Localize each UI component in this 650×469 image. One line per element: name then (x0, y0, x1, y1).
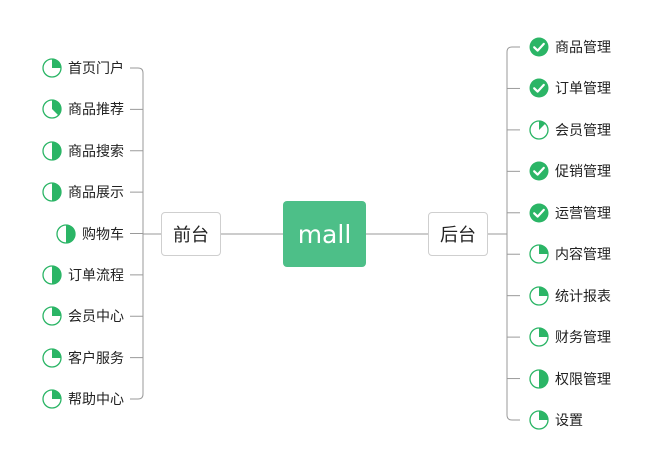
frontend-leaf[interactable]: 商品展示 (20, 181, 124, 203)
progress-pie-icon (42, 58, 62, 78)
leaf-label: 财务管理 (555, 330, 611, 347)
leaf-label: 商品管理 (555, 40, 611, 56)
check-complete-icon (529, 37, 549, 57)
backend-leaf[interactable]: 订单管理 (529, 77, 611, 99)
progress-pie-icon (42, 141, 62, 161)
branch-node-backend[interactable]: 后台 (428, 212, 488, 256)
leaf-label: 商品推荐 (68, 102, 124, 119)
frontend-leaf[interactable]: 首页门户 (20, 57, 124, 79)
frontend-leaf[interactable]: 订单流程 (20, 264, 124, 286)
leaf-label: 商品搜索 (68, 143, 124, 160)
leaf-label: 会员管理 (555, 122, 611, 139)
backend-leaf[interactable]: 促销管理 (529, 160, 611, 182)
progress-pie-icon (42, 99, 62, 120)
root-label: mall (297, 219, 352, 249)
backend-leaf[interactable]: 设置 (529, 409, 583, 431)
backend-leaf[interactable]: 统计报表 (529, 285, 611, 307)
progress-pie-icon (42, 182, 62, 202)
backend-leaf[interactable]: 商品管理 (529, 36, 611, 58)
frontend-leaf[interactable]: 客户服务 (20, 347, 124, 369)
leaf-label: 会员中心 (68, 309, 124, 326)
progress-pie-icon (42, 347, 62, 368)
progress-pie-icon (56, 223, 76, 244)
progress-pie-icon (42, 265, 62, 285)
backend-leaf[interactable]: 会员管理 (529, 119, 611, 141)
leaf-label: 促销管理 (555, 164, 611, 181)
check-complete-icon (529, 161, 549, 181)
progress-pie-icon (42, 306, 62, 326)
leaf-label: 客户服务 (68, 350, 124, 367)
frontend-leaf[interactable]: 会员中心 (20, 305, 124, 327)
leaf-label: 帮助中心 (68, 392, 124, 408)
leaf-label: 订单管理 (555, 81, 611, 98)
leaf-label: 设置 (555, 413, 583, 429)
backend-leaf[interactable]: 运营管理 (529, 202, 611, 224)
branch-label-frontend: 前台 (173, 225, 209, 246)
leaf-label: 购物车 (82, 226, 124, 243)
progress-pie-icon (529, 120, 549, 140)
branch-node-frontend[interactable]: 前台 (161, 212, 221, 256)
connector-left-top (130, 67, 144, 74)
progress-pie-icon (529, 327, 549, 347)
progress-pie-icon (529, 368, 549, 389)
connector-right-bottom (506, 414, 520, 421)
leaf-label: 权限管理 (555, 371, 611, 388)
backend-leaf[interactable]: 权限管理 (529, 368, 611, 390)
backend-leaf[interactable]: 内容管理 (529, 243, 611, 265)
progress-pie-icon (529, 286, 549, 306)
progress-pie-icon (529, 410, 549, 430)
connector-right-top (506, 46, 520, 53)
frontend-leaf[interactable]: 商品搜索 (20, 140, 124, 162)
backend-leaf[interactable]: 财务管理 (529, 326, 611, 348)
leaf-label: 运营管理 (555, 205, 611, 222)
leaf-label: 统计报表 (555, 288, 611, 305)
progress-pie-icon (42, 389, 62, 409)
check-complete-icon (529, 78, 549, 98)
frontend-leaf[interactable]: 商品推荐 (20, 98, 124, 120)
progress-pie-icon (529, 244, 549, 264)
frontend-leaf[interactable]: 购物车 (20, 223, 124, 245)
leaf-label: 内容管理 (555, 247, 611, 264)
leaf-label: 商品展示 (68, 185, 124, 202)
leaf-label: 订单流程 (68, 267, 124, 284)
frontend-leaf[interactable]: 帮助中心 (20, 388, 124, 410)
connector-left-bottom (130, 393, 144, 400)
branch-label-backend: 后台 (440, 225, 476, 246)
leaf-label: 首页门户 (68, 61, 124, 77)
root-node-mall[interactable]: mall (283, 201, 366, 267)
check-complete-icon (529, 203, 549, 223)
